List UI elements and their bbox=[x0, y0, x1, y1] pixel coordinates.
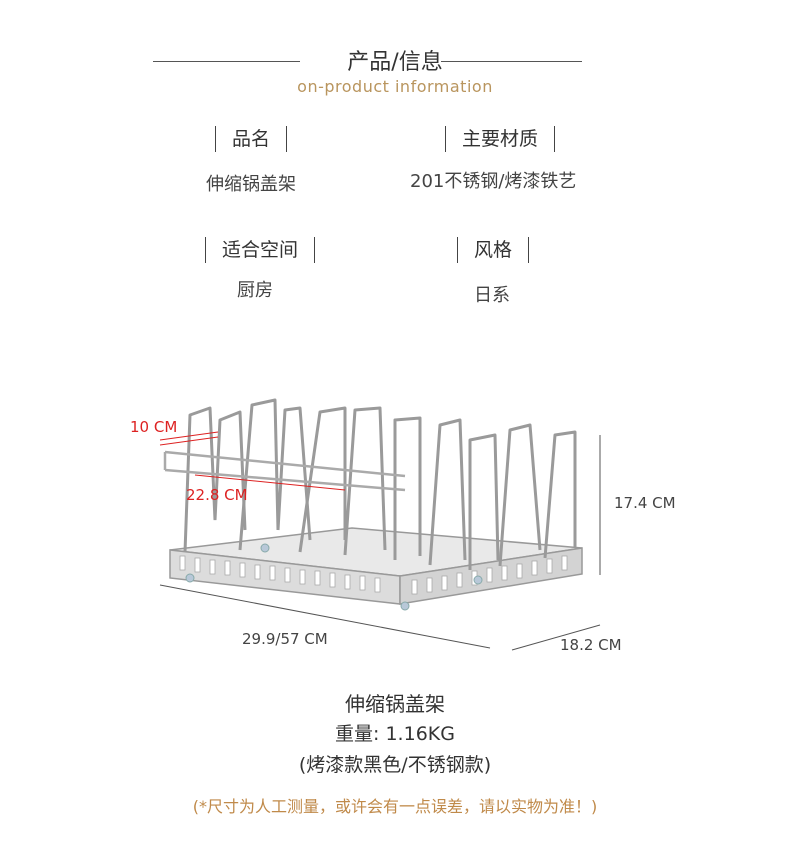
spec-label-material: 主要材质 bbox=[445, 126, 556, 152]
spec-label-name: 品名 bbox=[215, 126, 288, 152]
spec-value-name: 伸缩锅盖架 bbox=[206, 174, 296, 195]
header-rule-left bbox=[153, 61, 300, 62]
rack-illustration bbox=[159, 398, 601, 651]
spec-value-space: 厨房 bbox=[237, 280, 273, 301]
dimension-depth: 22.8 CM bbox=[186, 486, 248, 504]
spec-label-style: 风格 bbox=[457, 237, 530, 263]
dimension-width: 18.2 CM bbox=[560, 636, 622, 654]
caption-weight: 重量: 1.16KG bbox=[335, 723, 455, 745]
header-rule-right bbox=[441, 61, 582, 62]
spec-value-material: 201不锈钢/烤漆铁艺 bbox=[410, 171, 577, 192]
spec-label-space: 适合空间 bbox=[205, 237, 316, 263]
caption-colors: (烤漆款黑色/不锈钢款) bbox=[298, 754, 492, 776]
dimension-height: 17.4 CM bbox=[614, 494, 676, 512]
measurement-note: (*尺寸为人工测量，或许会有一点误差，请以实物为准！) bbox=[192, 797, 598, 816]
section-title: 产品/信息 bbox=[347, 50, 443, 75]
spec-value-style: 日系 bbox=[474, 285, 510, 306]
section-subtitle: on-product information bbox=[297, 77, 493, 96]
dimension-length: 29.9/57 CM bbox=[242, 630, 328, 648]
dimension-slot-width: 10 CM bbox=[130, 418, 178, 436]
caption-product-name: 伸缩锅盖架 bbox=[345, 692, 445, 716]
